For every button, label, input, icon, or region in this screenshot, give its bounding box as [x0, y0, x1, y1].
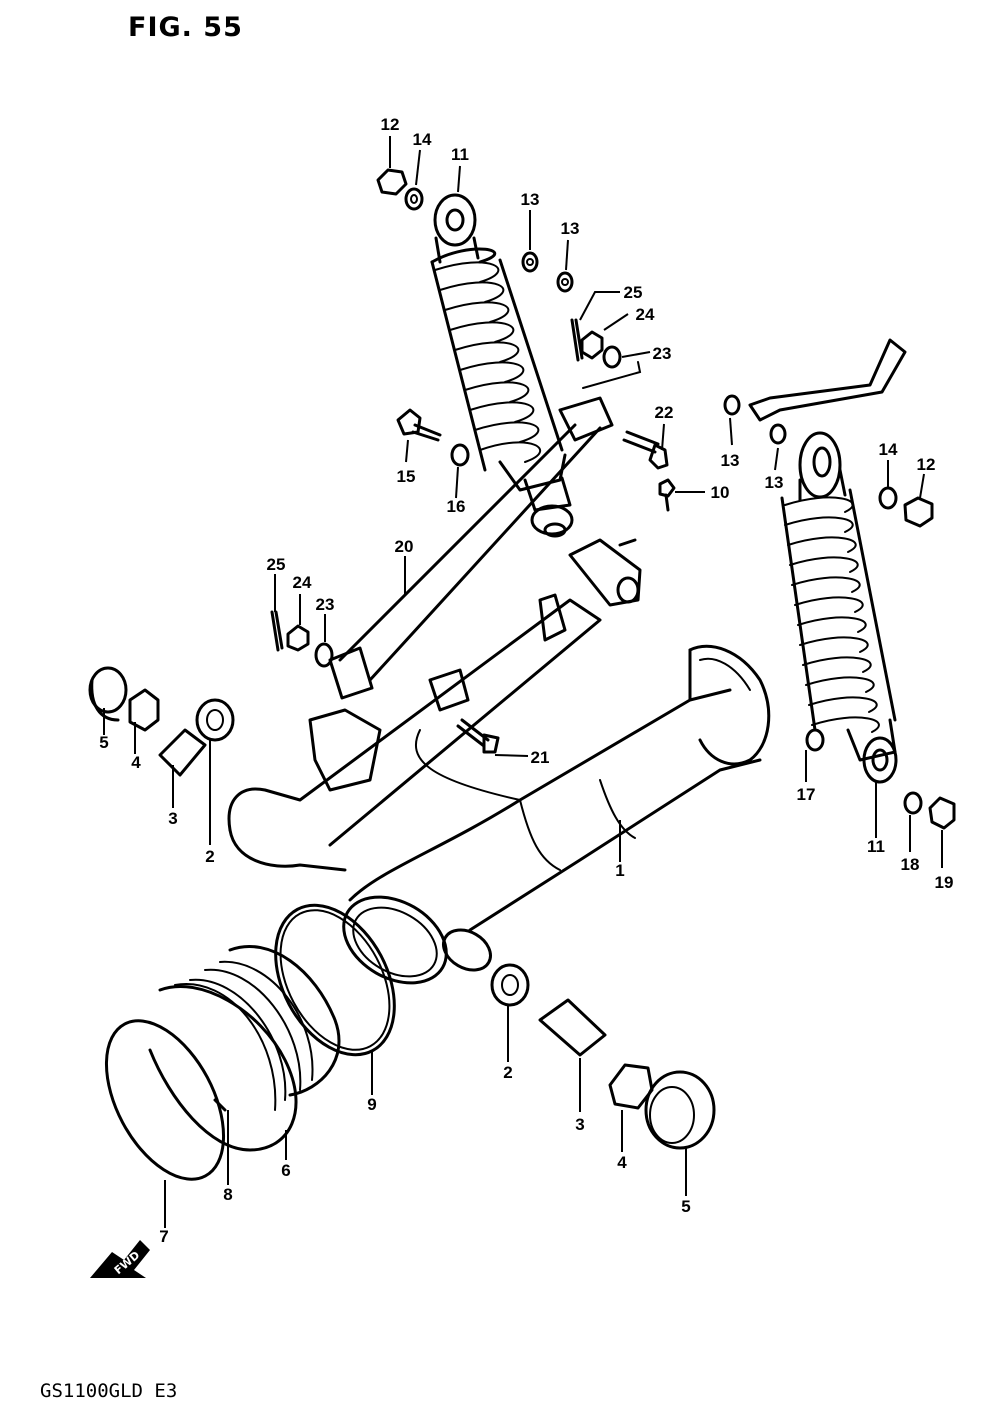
- callout-24: 24: [293, 573, 312, 592]
- callout-labels: 1214111313252423221313141215161020252423…: [99, 115, 953, 1246]
- callout-11: 11: [451, 145, 469, 164]
- callout-16: 16: [447, 497, 466, 516]
- callout-1: 1: [615, 861, 624, 880]
- callout-5: 5: [99, 733, 108, 752]
- callout-18: 18: [901, 855, 920, 874]
- callout-10: 10: [711, 483, 730, 502]
- rubber-boot-assembly: [104, 903, 396, 1181]
- left-pivot-parts: [88, 666, 235, 777]
- callout-20: 20: [395, 537, 414, 556]
- callout-14: 14: [413, 130, 432, 149]
- callout-5: 5: [681, 1197, 690, 1216]
- swing-arm: [227, 593, 771, 985]
- right-shock-absorber: [780, 431, 898, 784]
- model-code: GS1100GLD E3: [40, 1380, 178, 1402]
- callout-13: 13: [521, 190, 540, 209]
- callout-9: 9: [367, 1095, 376, 1114]
- torque-link-bracket: [328, 338, 907, 700]
- callout-12: 12: [381, 115, 400, 134]
- left-shock-absorber: [430, 193, 574, 538]
- callout-13: 13: [561, 219, 580, 238]
- callout-22: 22: [655, 403, 674, 422]
- callout-19: 19: [935, 873, 954, 892]
- callout-15: 15: [397, 467, 416, 486]
- small-hardware: [270, 168, 956, 830]
- callout-2: 2: [205, 847, 214, 866]
- callout-14: 14: [879, 440, 898, 459]
- callout-13: 13: [765, 473, 784, 492]
- callout-4: 4: [617, 1153, 627, 1172]
- callout-17: 17: [797, 785, 816, 804]
- callout-12: 12: [917, 455, 936, 474]
- callout-24: 24: [636, 305, 655, 324]
- callout-8: 8: [223, 1185, 232, 1204]
- callout-23: 23: [316, 595, 335, 614]
- callout-6: 6: [281, 1161, 290, 1180]
- fwd-arrow: [90, 1240, 150, 1278]
- figure-title: FIG. 55: [128, 12, 243, 43]
- callout-3: 3: [575, 1115, 584, 1134]
- callout-25: 25: [624, 283, 643, 302]
- callout-3: 3: [168, 809, 177, 828]
- callout-2: 2: [503, 1063, 512, 1082]
- right-pivot-parts: [490, 963, 716, 1150]
- callout-4: 4: [131, 753, 141, 772]
- callout-leaders: [103, 136, 943, 1228]
- callout-21: 21: [531, 748, 550, 767]
- callout-23: 23: [653, 344, 672, 363]
- callout-25: 25: [267, 555, 286, 574]
- callout-13: 13: [721, 451, 740, 470]
- callout-11: 11: [867, 837, 885, 856]
- callout-7: 7: [159, 1227, 168, 1246]
